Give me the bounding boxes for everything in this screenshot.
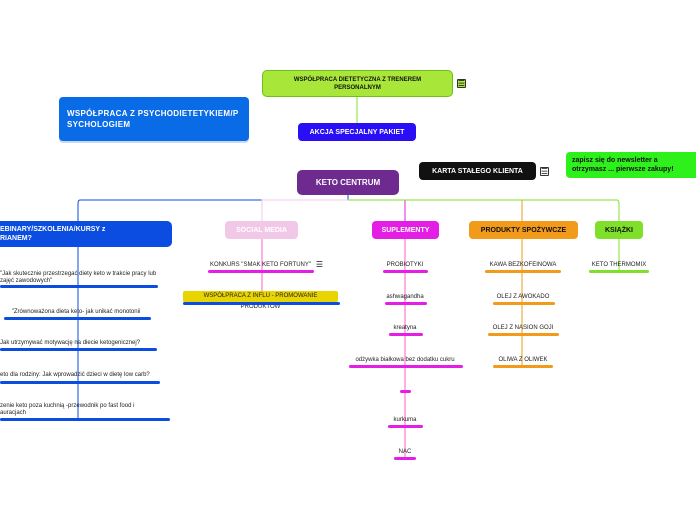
branch-suplementy-label: SUPLEMENTY: [381, 226, 430, 234]
note-icon[interactable]: ☰: [315, 259, 324, 269]
webinary-item-5[interactable]: zenie keto poza kuchnią -przewodnik po f…: [0, 403, 135, 416]
central-label: KETO CENTRUM: [315, 178, 381, 187]
branch-webinary[interactable]: EBINARY/SZKOLENIA/KURSY z RIANEM?: [0, 221, 172, 247]
ksiazki-underline: [589, 270, 649, 273]
produkty-underline: [485, 270, 561, 273]
akcja-node[interactable]: AKCJA SPECJALNY PAKIET: [298, 123, 416, 141]
branch-ksiazki-label: KSIĄŻKI: [605, 226, 633, 234]
social-underline: [208, 270, 314, 273]
connector-produkty: [348, 199, 523, 221]
suplementy-item-1[interactable]: PROBIOTYKI: [386, 262, 424, 268]
central-node[interactable]: KETO CENTRUM: [297, 170, 399, 195]
branch-social[interactable]: SOCIAL MEDIA: [225, 221, 298, 239]
suplementy-underline: [383, 270, 428, 273]
psycho-node[interactable]: WSPÓŁPRACA Z PSYCHODIETETYKIEM/PSYCHOLOG…: [59, 97, 249, 141]
ksiazki-item-1[interactable]: KETO THERMOMIX: [591, 262, 647, 268]
akcja-label: AKCJA SPECJALNY PAKIET: [309, 128, 405, 136]
social-item-1[interactable]: KONKURS "SMAK KETO FORTUNY": [209, 262, 312, 268]
connector-suplementy: [348, 199, 406, 221]
branch-produkty-label: PRODUKTY SPOŻYWCZE: [480, 226, 567, 234]
psycho-label: WSPÓŁPRACA Z PSYCHODIETETYKIEM/PSYCHOLOG…: [67, 109, 239, 129]
branch-webinary-label: EBINARY/SZKOLENIA/KURSY z RIANEM?: [0, 226, 106, 242]
suplementy-item-6[interactable]: kurkuma: [393, 417, 417, 423]
newsletter-label: zapisz się do newsletter a otrzymasz ...…: [572, 157, 674, 173]
connector-ksiazki: [348, 199, 620, 221]
produkty-underline: [493, 302, 555, 305]
produkty-item-2[interactable]: OLEJ Z AWOKADO: [496, 294, 550, 300]
connector-social: [261, 199, 348, 221]
branch-suplementy[interactable]: SUPLEMENTY: [372, 221, 439, 239]
connector-webinary: [77, 195, 349, 221]
produkty-item-3[interactable]: OLEJ Z NASION GOJI: [492, 325, 554, 331]
branch-social-label: SOCIAL MEDIA: [236, 226, 287, 234]
top-node-label: WSPÓŁPRACA DIETETYCZNA Z TRENEREM PERSON…: [293, 76, 422, 91]
note-icon[interactable]: ☰: [457, 78, 466, 88]
webinary-underline: [0, 418, 170, 421]
suplementy-underline: [400, 390, 411, 393]
social-underline: [183, 302, 340, 305]
suplementy-underline: [349, 365, 463, 368]
webinary-underline: [0, 381, 160, 384]
karta-label: KARTA STAŁEGO KLIENTA: [432, 167, 523, 175]
webinary-item-1[interactable]: "Jak skutecznie przestrzegać diety keto …: [0, 271, 157, 284]
newsletter-node[interactable]: zapisz się do newsletter a otrzymasz ...…: [566, 152, 696, 178]
produkty-underline: [493, 365, 553, 368]
social-item-2[interactable]: WSPÓŁPRACA Z INFLU - PROMOWANIE PRODUKTÓ…: [183, 291, 338, 310]
webinary-item-2[interactable]: "Zrównoważona dieta keto- jak unikać mon…: [11, 309, 141, 315]
karta-node[interactable]: KARTA STAŁEGO KLIENTA: [419, 162, 536, 180]
produkty-item-4[interactable]: OLIWA Z OLIWEK: [498, 357, 548, 363]
suplementy-item-2[interactable]: ashwagandha: [386, 294, 424, 300]
webinary-underline: [0, 348, 157, 351]
suplementy-item-7[interactable]: NAC: [398, 449, 412, 455]
webinary-item-4[interactable]: eto dla rodziny: Jak wprowadzić dzieci w…: [0, 372, 150, 378]
produkty-item-1[interactable]: KAWA BEZKOFEINOWA: [489, 262, 557, 268]
note-icon[interactable]: ☰: [540, 166, 549, 176]
webinary-underline: [4, 317, 151, 320]
suplementy-underline: [389, 333, 423, 336]
top-node-trener[interactable]: WSPÓŁPRACA DIETETYCZNA Z TRENEREM PERSON…: [262, 70, 453, 97]
branch-ksiazki[interactable]: KSIĄŻKI: [595, 221, 643, 239]
suplementy-underline: [385, 302, 427, 305]
produkty-underline: [488, 333, 559, 336]
suplementy-item-3[interactable]: kreatyna: [393, 325, 417, 331]
webinary-underline: [0, 285, 158, 288]
branch-produkty[interactable]: PRODUKTY SPOŻYWCZE: [469, 221, 578, 239]
suplementy-underline: [394, 457, 416, 460]
suplementy-item-4[interactable]: odżywka białkowa bez dodatku cukru: [355, 357, 455, 363]
suplementy-underline: [388, 425, 423, 428]
webinary-item-3[interactable]: Jak utrzymywać motywację na diecie ketog…: [0, 340, 141, 346]
